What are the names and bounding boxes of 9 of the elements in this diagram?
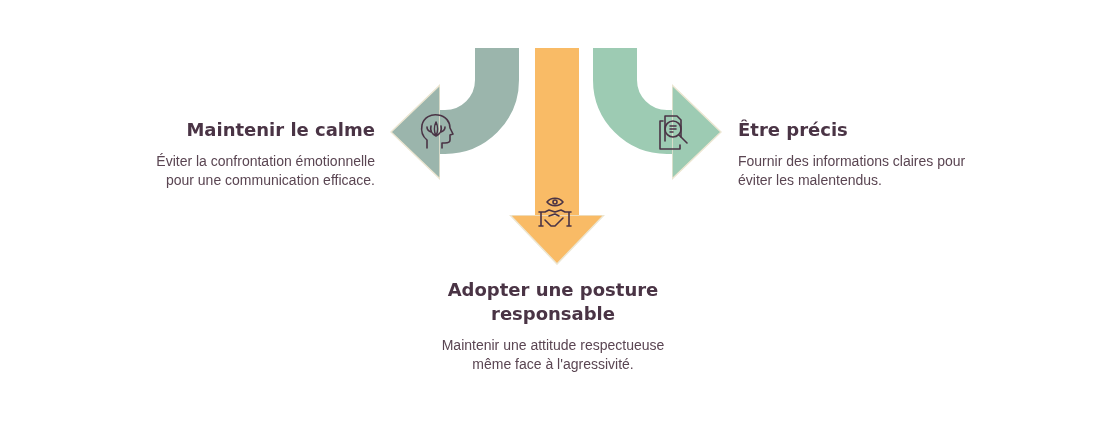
step-heading: Être précis: [738, 118, 849, 142]
step-description: Maintenir une attitude respectueuse même face à l'agressivité.: [440, 336, 666, 374]
step-description: Éviter la confrontation émotionnelle pour une communication efficace.: [155, 152, 375, 190]
step-heading: Adopter une posture responsable: [446, 278, 660, 326]
curved-arrow: [509, 48, 605, 265]
curved-arrow: [390, 48, 519, 180]
step-description: Fournir des informations claires pour éviter les malentendus.: [738, 152, 967, 190]
step-heading: Maintenir le calme: [185, 118, 375, 142]
curved-arrow: [593, 48, 722, 180]
